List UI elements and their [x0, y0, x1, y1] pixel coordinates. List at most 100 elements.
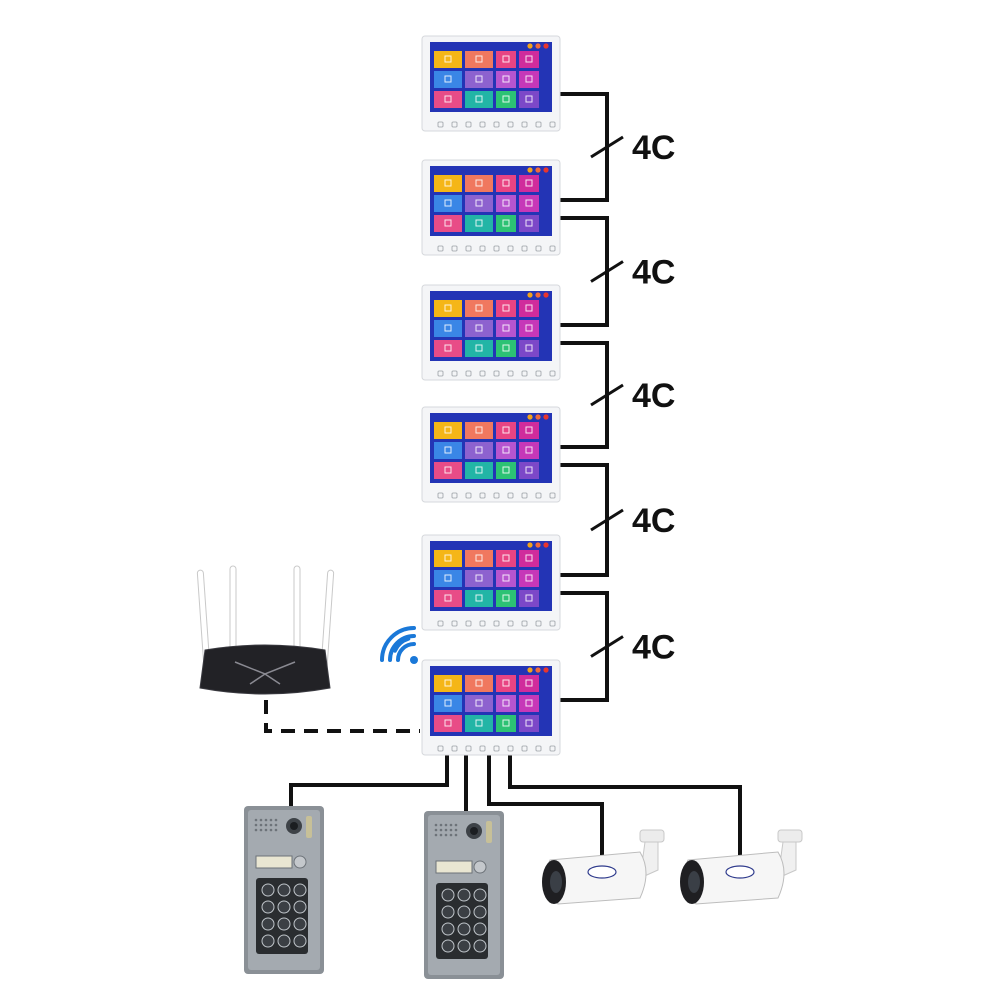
monitor-button: [493, 492, 500, 499]
app-tile: [496, 91, 516, 108]
app-tile: [519, 715, 539, 732]
door-stations: [244, 806, 504, 979]
monitor-button: [437, 745, 444, 752]
app-tile: [496, 300, 516, 317]
monitor-button: [451, 620, 458, 627]
monitor-button: [479, 245, 486, 252]
app-tile: [465, 590, 493, 607]
app-tile: [465, 442, 493, 459]
app-tile: [465, 195, 493, 212]
monitor-button: [493, 245, 500, 252]
monitor-button: [437, 620, 444, 627]
app-tile: [465, 320, 493, 337]
indoor-monitors: [421, 35, 561, 756]
app-tile: [519, 175, 539, 192]
app-tile: [496, 51, 516, 68]
app-tile: [434, 175, 462, 192]
app-tile: [465, 175, 493, 192]
app-tile: [465, 91, 493, 108]
wire: [508, 755, 742, 855]
monitor-button: [549, 492, 556, 499]
monitor-button: [437, 245, 444, 252]
monitor-button: [465, 492, 472, 499]
wire: [560, 92, 609, 202]
connection-label: 4C: [632, 502, 675, 540]
connection-label: 4C: [632, 629, 675, 667]
app-tile: [434, 215, 462, 232]
monitor-button: [521, 245, 528, 252]
monitor-button: [507, 245, 514, 252]
monitor-button: [451, 245, 458, 252]
monitor-button: [549, 620, 556, 627]
monitor-button: [437, 370, 444, 377]
app-tile: [496, 422, 516, 439]
app-tile: [519, 570, 539, 587]
monitor-button: [535, 492, 542, 499]
app-tile: [496, 462, 516, 479]
monitor-button: [507, 370, 514, 377]
app-tile: [519, 300, 539, 317]
indoor-monitor: [421, 159, 561, 256]
app-tile: [496, 71, 516, 88]
app-tile: [434, 320, 462, 337]
app-tile: [434, 71, 462, 88]
app-tile: [465, 51, 493, 68]
cameras: [542, 829, 803, 905]
app-tile: [465, 215, 493, 232]
monitor-button: [479, 745, 486, 752]
app-tile: [519, 695, 539, 712]
app-tile: [519, 340, 539, 357]
cable-slash: [590, 635, 624, 658]
app-tile: [496, 570, 516, 587]
monitor-button: [479, 370, 486, 377]
wire: [560, 341, 609, 449]
indoor-monitor: [421, 284, 561, 381]
monitor-button: [507, 121, 514, 128]
indoor-monitor: [421, 35, 561, 132]
app-tile: [434, 675, 462, 692]
app-tile: [496, 175, 516, 192]
app-tile: [465, 715, 493, 732]
indoor-monitor: [421, 534, 561, 631]
monitor-button: [521, 492, 528, 499]
app-tile: [434, 590, 462, 607]
cable-slash: [590, 260, 624, 283]
app-tile: [519, 550, 539, 567]
monitor-button: [521, 370, 528, 377]
app-tile: [434, 570, 462, 587]
monitor-button: [451, 370, 458, 377]
app-tile: [434, 195, 462, 212]
monitor-button: [493, 745, 500, 752]
app-tile: [496, 340, 516, 357]
bullet-camera-icon: [542, 829, 665, 905]
monitor-button: [549, 370, 556, 377]
app-tile: [519, 91, 539, 108]
bullet-camera-icon: [680, 829, 803, 905]
app-tile: [519, 590, 539, 607]
app-tile: [465, 300, 493, 317]
wifi-router-icon: [196, 565, 335, 695]
monitor-button: [465, 745, 472, 752]
monitor-button: [465, 620, 472, 627]
app-tile: [519, 51, 539, 68]
app-tile: [434, 91, 462, 108]
door-station-keypad-icon: [424, 811, 504, 979]
app-tile: [519, 215, 539, 232]
monitor-button: [465, 121, 472, 128]
monitor-button: [549, 245, 556, 252]
monitor-button: [549, 745, 556, 752]
monitor-button: [535, 745, 542, 752]
app-tile: [434, 462, 462, 479]
app-tile: [519, 71, 539, 88]
monitor-button: [465, 245, 472, 252]
wifi-signal-icon: [380, 626, 418, 664]
app-tile: [434, 695, 462, 712]
monitor-button: [493, 620, 500, 627]
app-tile: [434, 51, 462, 68]
app-tile: [519, 675, 539, 692]
app-tile: [496, 550, 516, 567]
monitor-button: [451, 121, 458, 128]
wire: [560, 216, 609, 327]
app-tile: [496, 195, 516, 212]
monitor-button: [521, 620, 528, 627]
